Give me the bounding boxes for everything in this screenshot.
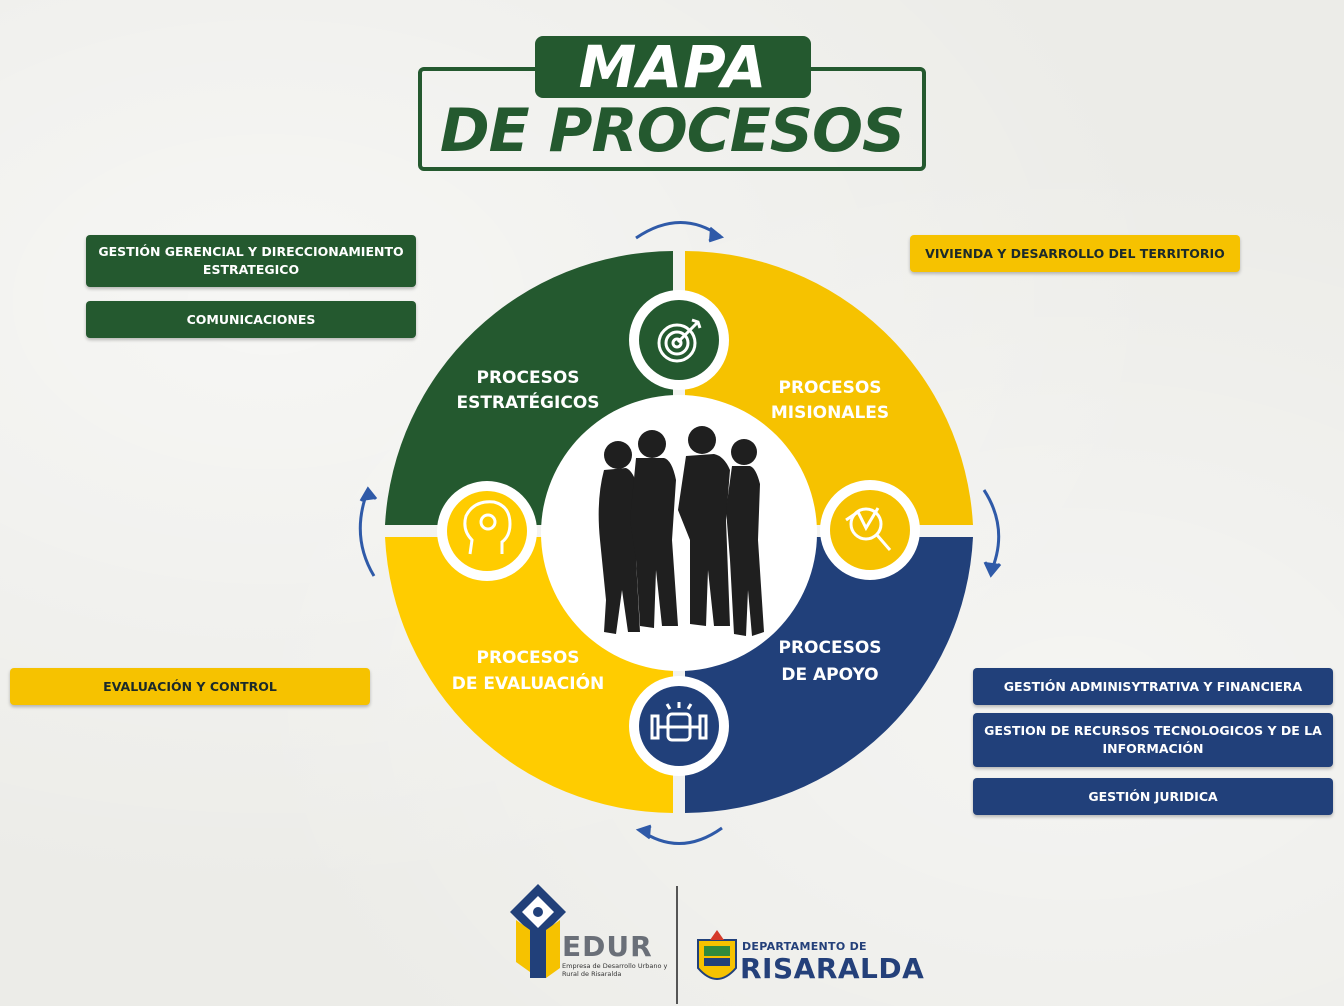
footer-divider [676,886,678,1004]
cycle-arrows [358,221,1002,845]
support-item-administrativa: GESTIÓN ADMINISYTRATIVA Y FINANCIERA [973,668,1333,705]
risaralda-shield-logo [697,930,737,980]
arrow-left [358,489,376,577]
edur-name: EDUR [562,930,653,963]
risaralda-department-label: DEPARTAMENTO DE [742,940,867,953]
strategic-item-gerencial: GESTIÓN GERENCIAL Y DIRECCIONAMIENTO EST… [86,235,416,287]
support-item-juridica: GESTIÓN JURIDICA [973,778,1333,815]
support-label-line1: PROCESOS [778,638,881,658]
support-label-line2: DE APOYO [781,665,878,685]
target-icon [657,318,702,363]
evaluation-icon-badge [437,481,537,581]
strategic-label-line1: PROCESOS [476,368,579,388]
edur-logo [510,884,566,978]
strategic-icon-badge [629,290,729,390]
title-line-2: DE PROCESOS [439,96,905,166]
magnifier-chart-icon [845,507,892,551]
head-gear-icon [463,500,512,555]
support-item-tecnologicos: GESTION DE RECURSOS TECNOLOGICOS Y DE LA… [973,713,1333,767]
fist-dumbbell-icon [650,702,708,742]
missional-item-vivienda: VIVIENDA Y DESARROLLO DEL TERRITORIO [910,235,1240,272]
strategic-label-line2: ESTRATÉGICOS [456,391,599,413]
center-circle [541,395,817,671]
arrow-bottom [639,826,723,845]
evaluation-label-line2: DE EVALUACIÓN [452,672,605,694]
evaluation-item-control: EVALUACIÓN Y CONTROL [10,668,370,705]
arrow-top [635,221,721,240]
risaralda-name: RISARALDA [740,952,925,985]
strategic-item-comunicaciones: COMUNICACIONES [86,301,416,338]
title-line-1: MAPA [535,36,811,98]
missional-label-line2: MISIONALES [771,403,889,423]
evaluation-label-line1: PROCESOS [476,648,579,668]
edur-subtitle: Empresa de Desarrollo Urbano y Rural de … [562,962,668,978]
missional-label-line1: PROCESOS [778,378,881,398]
arrow-right [982,489,1001,575]
missional-icon-badge [820,480,920,580]
support-icon-badge [629,676,729,776]
people-group-icon [598,426,764,636]
